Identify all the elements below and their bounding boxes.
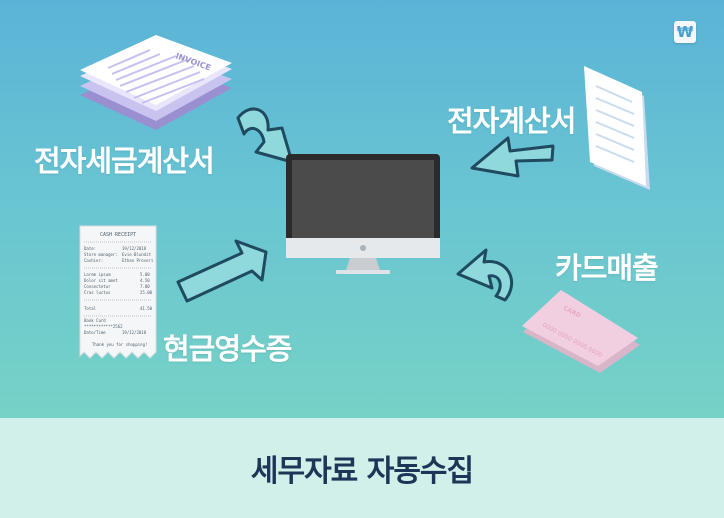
- label-card-sales: 카드매출: [555, 251, 659, 285]
- receipt-item-price: 7.00: [140, 284, 150, 289]
- receipt-manager-label: Store manager:: [84, 252, 118, 257]
- label-tax-invoice: 전자세금계산서: [34, 144, 215, 178]
- cash-receipt-icon: CASH RECEIPT Date: 19/12/2018 Store mana…: [79, 225, 157, 359]
- illustration-canvas: INVOICE: [79, 35, 650, 373]
- curved-arrow-icon: [236, 107, 294, 164]
- receipt-item-price: 5.00: [140, 272, 150, 277]
- label-invoice: 전자계산서: [447, 104, 576, 138]
- receipt-heading: CASH RECEIPT: [100, 232, 136, 238]
- receipt-manager-value: Evie Blundit: [122, 252, 151, 257]
- receipt-datetime-value: 19/12/2018: [122, 330, 147, 335]
- credit-card-icon: CARD 0000 0000 0000 0000: [522, 290, 640, 373]
- invoice-sheet-icon: [584, 66, 650, 190]
- invoice-document-icon: INVOICE: [80, 35, 232, 130]
- receipt-date-value: 19/12/2018: [122, 246, 147, 251]
- arrow-left-icon: [470, 136, 555, 178]
- curved-arrow-back-icon: [456, 248, 514, 302]
- receipt-bank-value: ************2562: [84, 324, 123, 329]
- receipt-datetime-label: Date/Time: [84, 330, 106, 335]
- receipt-item-name: Cras luctus: [84, 290, 111, 295]
- label-cash-receipt: 현금영수증: [163, 332, 292, 366]
- receipt-cashier-value: Ethan Proveri: [122, 258, 154, 263]
- receipt-item-name: Lorem ipsum: [84, 272, 111, 277]
- receipt-total-label: Total: [84, 306, 97, 311]
- receipt-total-value: 41.50: [140, 306, 153, 311]
- receipt-bank-label: Bank Card: [84, 318, 106, 323]
- won-icon: ₩: [674, 21, 696, 43]
- monitor-icon: [286, 154, 440, 274]
- receipt-item-name: Dolor sit amet: [84, 278, 118, 283]
- receipt-item-price: 4.50: [140, 278, 150, 283]
- arrow-up-right-icon: [176, 239, 268, 303]
- footer-band: [0, 418, 724, 518]
- caption-title: 세무자료 자동수집: [250, 454, 474, 489]
- receipt-item-name: Consectetur: [84, 284, 111, 289]
- receipt-cashier-label: Cashier:: [84, 258, 103, 263]
- receipt-thanks: Thank you for shopping!: [92, 342, 147, 347]
- receipt-item-price: 25.00: [140, 290, 153, 295]
- receipt-date-label: Date:: [84, 246, 96, 251]
